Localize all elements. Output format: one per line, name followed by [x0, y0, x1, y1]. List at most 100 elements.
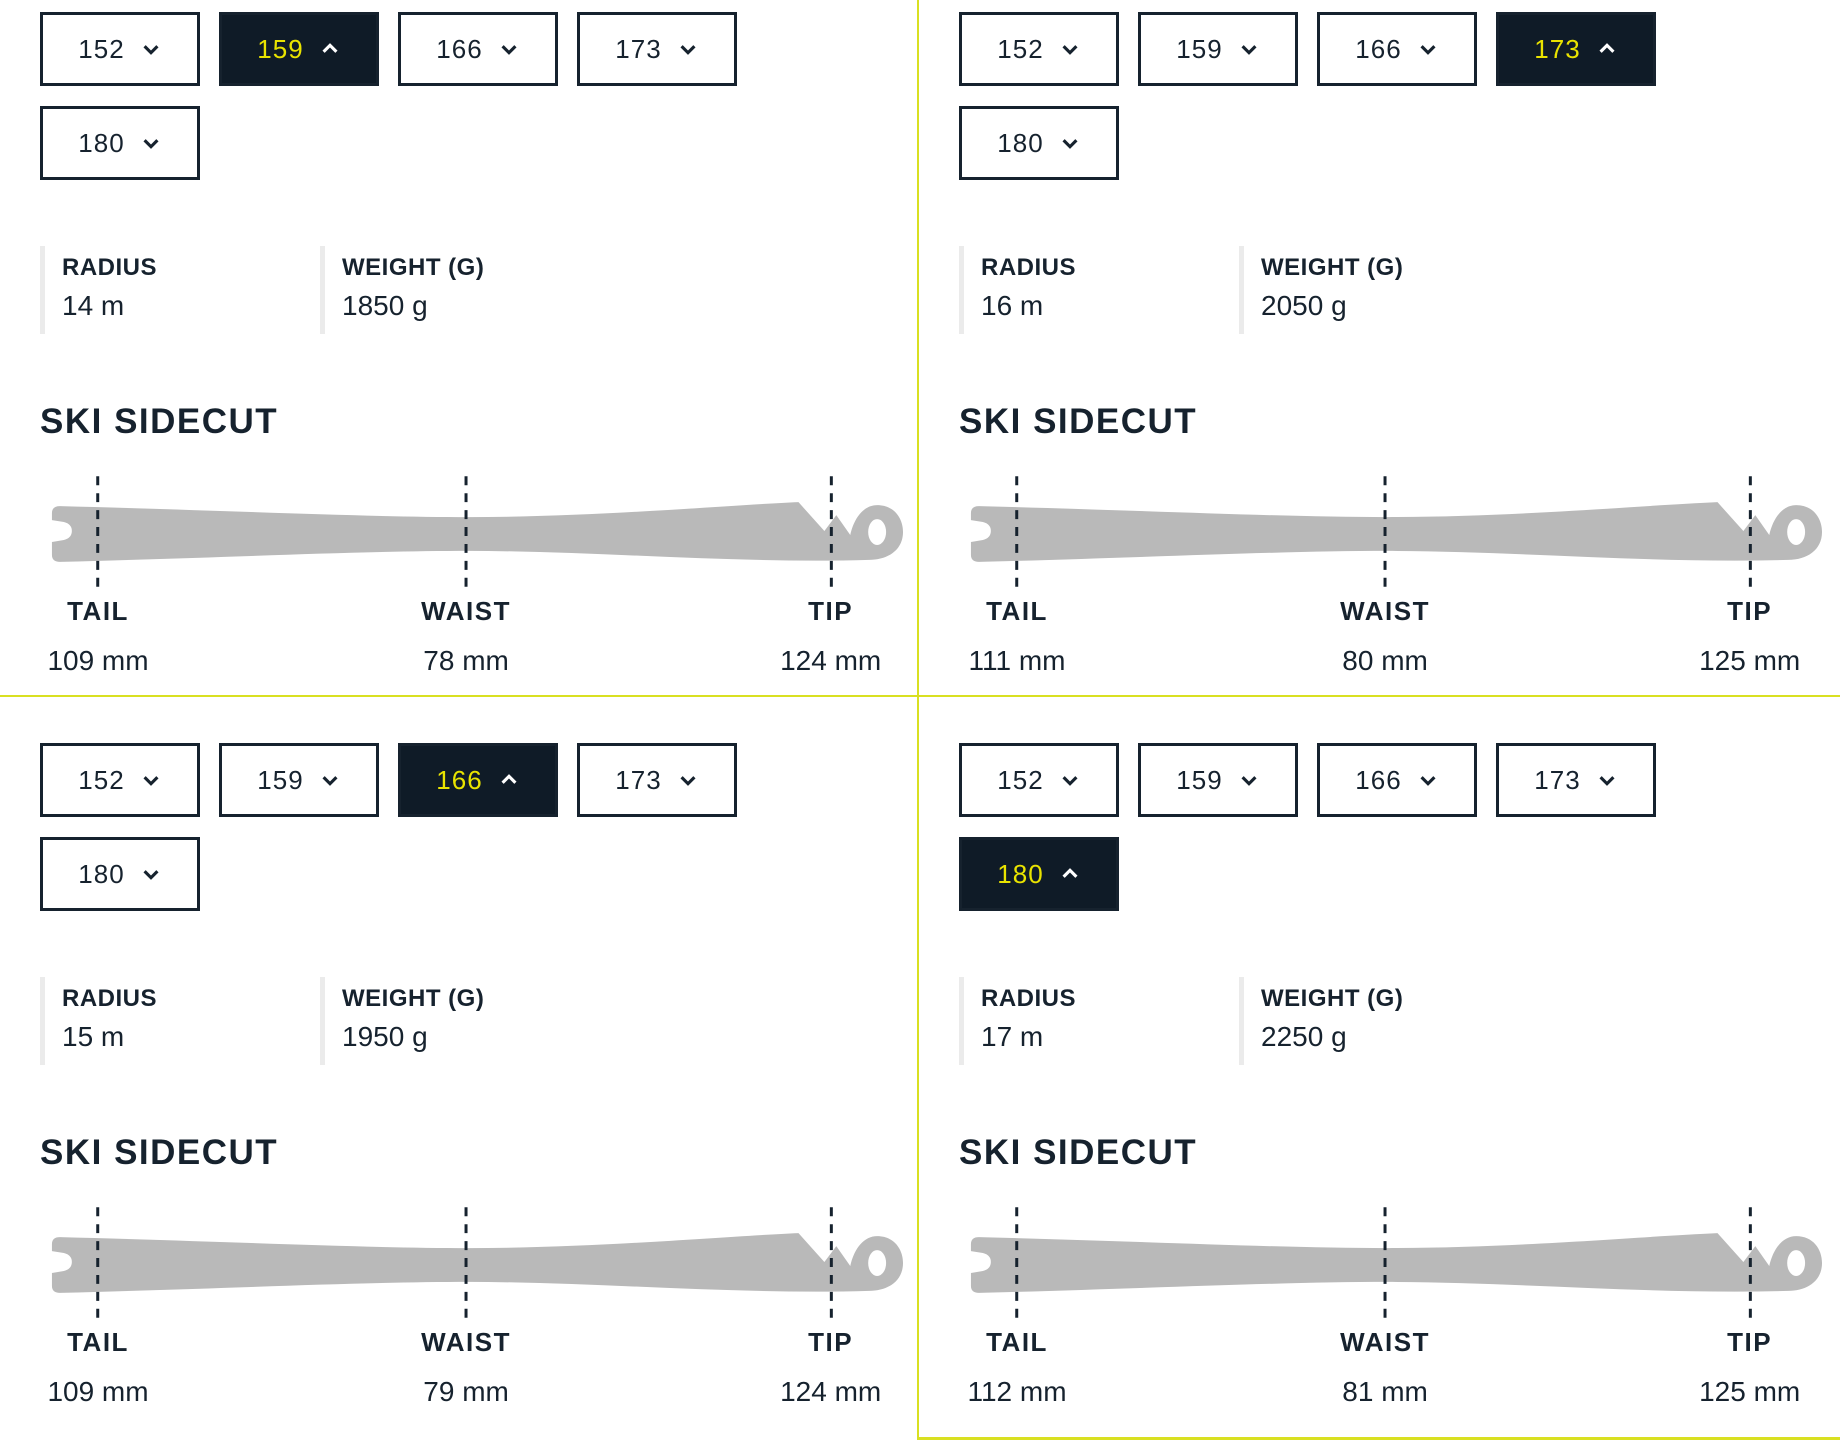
measure-tail: TAIL 111 mm — [969, 596, 1066, 677]
size-label: 180 — [78, 858, 125, 889]
chevron-down-icon — [1238, 38, 1260, 60]
measure-label: WAIST — [1340, 596, 1430, 626]
spec-label: WEIGHT (G) — [1261, 254, 1404, 281]
spec-value: 2050 g — [1261, 290, 1347, 321]
measure-label: TAIL — [67, 596, 129, 626]
chevron-down-icon — [140, 863, 162, 885]
size-option-173[interactable]: 173 — [577, 12, 737, 86]
chevron-up-icon — [319, 38, 341, 60]
spec-value: 16 m — [981, 290, 1044, 321]
spec-label: RADIUS — [62, 254, 158, 281]
size-option-159[interactable]: 159 — [219, 12, 379, 86]
measure-value: 81 mm — [1342, 1376, 1428, 1407]
chevron-down-icon — [140, 769, 162, 791]
size-label: 152 — [997, 33, 1044, 64]
size-label: 152 — [997, 764, 1044, 795]
measure-value: 124 mm — [780, 645, 882, 676]
size-option-152[interactable]: 152 — [40, 743, 200, 817]
ski-graphic — [969, 474, 1824, 590]
chevron-down-icon — [1059, 769, 1081, 791]
size-option-173[interactable]: 173 — [1496, 743, 1656, 817]
quadrant-length-166: 152 159 166 173 — [0, 697, 917, 1440]
measure-value: 111 mm — [968, 645, 1066, 676]
size-option-152[interactable]: 152 — [40, 12, 200, 86]
size-option-166[interactable]: 166 — [398, 743, 558, 817]
size-label: 180 — [997, 858, 1044, 889]
size-label: 166 — [436, 33, 483, 64]
chevron-down-icon — [140, 38, 162, 60]
size-option-166[interactable]: 166 — [398, 12, 558, 86]
quadrant-length-180: 152 159 166 173 — [919, 697, 1840, 1440]
size-option-166[interactable]: 166 — [1317, 12, 1477, 86]
chevron-down-icon — [677, 769, 699, 791]
chevron-down-icon — [1059, 38, 1081, 60]
measure-label: TAIL — [986, 1327, 1048, 1357]
size-option-180[interactable]: 180 — [40, 837, 200, 911]
ski-graphic — [50, 474, 905, 590]
size-option-159[interactable]: 159 — [219, 743, 379, 817]
measure-label: WAIST — [421, 1327, 511, 1357]
ski-graphic — [969, 1205, 1824, 1321]
spec-radius: RADIUS 15 m — [40, 977, 320, 1065]
spec-label: RADIUS — [981, 254, 1077, 281]
measure-tip: TIP 125 mm — [1699, 1327, 1800, 1408]
size-label: 173 — [615, 33, 662, 64]
size-option-173[interactable]: 173 — [1496, 12, 1656, 86]
size-option-173[interactable]: 173 — [577, 743, 737, 817]
chevron-down-icon — [1417, 769, 1439, 791]
size-option-180[interactable]: 180 — [959, 106, 1119, 180]
chevron-down-icon — [677, 38, 699, 60]
sidecut-measures: TAIL 112 mm WAIST 81 mm TIP 125 mm — [959, 1325, 1825, 1421]
chevron-up-icon — [1596, 38, 1618, 60]
size-label: 166 — [436, 764, 483, 795]
spec-radius: RADIUS 16 m — [959, 246, 1239, 334]
size-label: 159 — [1176, 764, 1223, 795]
chevron-down-icon — [498, 38, 520, 60]
size-label: 152 — [78, 764, 125, 795]
size-label: 180 — [997, 127, 1044, 158]
spec-weight: WEIGHT (G) 1850 g — [320, 246, 600, 334]
chevron-down-icon — [140, 132, 162, 154]
sidecut-measures: TAIL 109 mm WAIST 78 mm TIP 124 mm — [40, 594, 906, 690]
spec-block: RADIUS 16 m WEIGHT (G) 2050 g — [959, 246, 1832, 334]
size-option-159[interactable]: 159 — [1138, 12, 1298, 86]
size-label: 173 — [1534, 764, 1581, 795]
spec-weight: WEIGHT (G) 2250 g — [1239, 977, 1519, 1065]
spec-block: RADIUS 15 m WEIGHT (G) 1950 g — [40, 977, 909, 1065]
measure-waist: WAIST 81 mm — [1340, 1327, 1430, 1408]
spec-label: WEIGHT (G) — [1261, 985, 1404, 1012]
spec-label: RADIUS — [981, 985, 1077, 1012]
measure-tip: TIP 124 mm — [780, 1327, 881, 1408]
measure-label: WAIST — [1340, 1327, 1430, 1357]
size-label: 159 — [257, 33, 304, 64]
size-label: 173 — [1534, 33, 1581, 64]
size-option-180[interactable]: 180 — [959, 837, 1119, 911]
spec-weight: WEIGHT (G) 1950 g — [320, 977, 600, 1065]
measure-tail: TAIL 112 mm — [967, 1327, 1066, 1408]
chevron-down-icon — [1596, 769, 1618, 791]
spec-value: 1850 g — [342, 290, 428, 321]
spec-value: 2250 g — [1261, 1021, 1347, 1052]
measure-tail: TAIL 109 mm — [47, 1327, 148, 1408]
ski-sidecut-diagram: TAIL 109 mm WAIST 78 mm TIP 124 mm — [40, 474, 906, 690]
measure-value: 112 mm — [967, 1376, 1067, 1407]
chevron-down-icon — [1417, 38, 1439, 60]
divider-line — [919, 1437, 1840, 1440]
size-selector-group: 152 159 166 173 — [40, 743, 770, 911]
spec-weight: WEIGHT (G) 2050 g — [1239, 246, 1519, 334]
sidecut-heading: SKI SIDECUT — [40, 1133, 279, 1172]
chevron-down-icon — [1238, 769, 1260, 791]
size-label: 159 — [1176, 33, 1223, 64]
size-option-180[interactable]: 180 — [40, 106, 200, 180]
size-option-152[interactable]: 152 — [959, 12, 1119, 86]
ski-graphic — [50, 1205, 905, 1321]
size-option-159[interactable]: 159 — [1138, 743, 1298, 817]
size-option-166[interactable]: 166 — [1317, 743, 1477, 817]
quadrant-length-159: 152 159 166 173 — [0, 0, 917, 695]
measure-label: TIP — [1727, 1327, 1773, 1357]
size-selector-group: 152 159 166 173 — [959, 743, 1689, 911]
size-label: 166 — [1355, 33, 1402, 64]
size-label: 173 — [615, 764, 662, 795]
size-option-152[interactable]: 152 — [959, 743, 1119, 817]
